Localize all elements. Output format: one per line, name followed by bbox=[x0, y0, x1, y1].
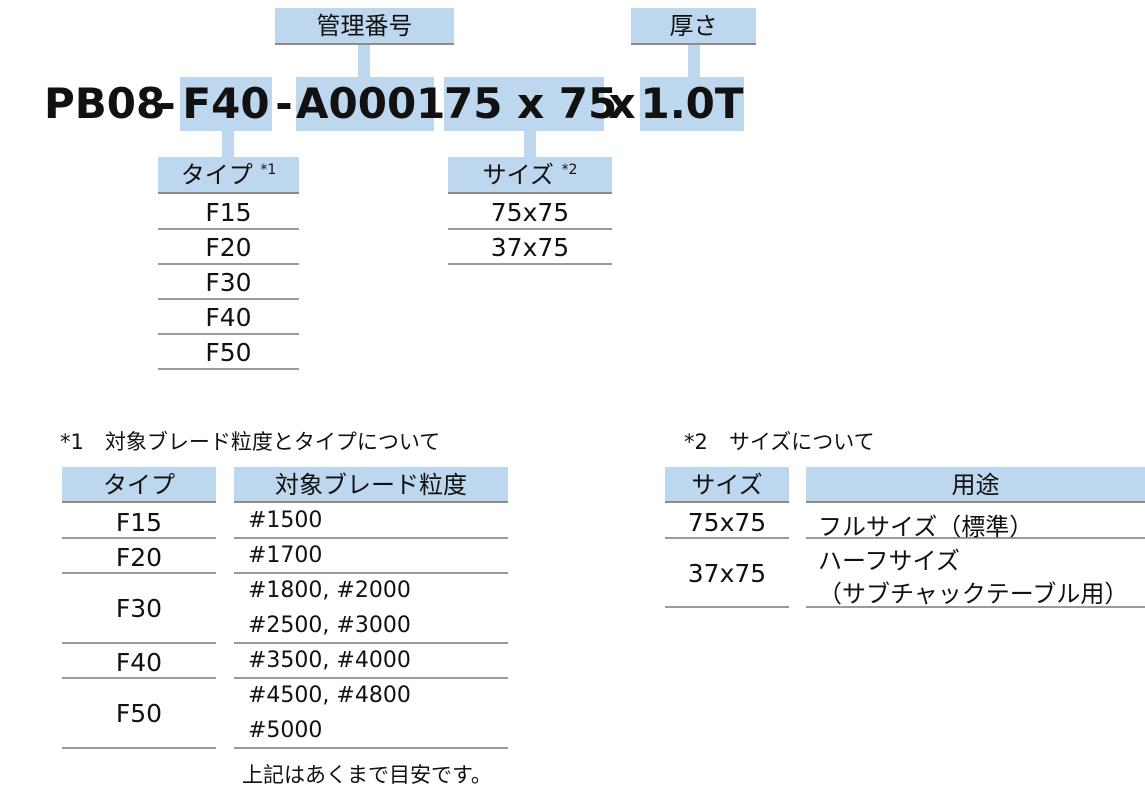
type-list-header: タイプ *1 bbox=[158, 157, 299, 194]
code-mgmt-number: A0001 bbox=[296, 77, 445, 131]
note1-grit-cell: #3500, #4000 bbox=[234, 644, 508, 679]
note2-size-cell: 37x75 bbox=[665, 539, 789, 608]
note1-grit-cell: #1500 bbox=[234, 504, 508, 539]
grit-line: #3500, #4000 bbox=[248, 648, 411, 673]
note1-grit-cell: #4500, #4800 #5000 bbox=[234, 679, 508, 749]
thickness-label: 厚さ bbox=[631, 8, 756, 45]
note1-header-grit: 対象ブレード粒度 bbox=[234, 467, 508, 503]
note1-type-cell: F15 bbox=[62, 504, 216, 539]
type-option: F30 bbox=[158, 265, 299, 300]
type-option: F40 bbox=[158, 300, 299, 335]
note1-grit-cell: #1800, #2000 #2500, #3000 bbox=[234, 574, 508, 644]
mgmt-number-label: 管理番号 bbox=[275, 8, 454, 45]
type-option: F15 bbox=[158, 195, 299, 230]
note1-type-cell: F40 bbox=[62, 644, 216, 679]
note2-size-cell: 75x75 bbox=[665, 504, 789, 539]
grit-line: #1700 bbox=[248, 543, 323, 568]
code-times: x bbox=[608, 79, 636, 128]
note1-type-cell: F30 bbox=[62, 574, 216, 644]
size-connector bbox=[524, 131, 536, 158]
size-note-ref: *2 bbox=[561, 162, 578, 178]
use-line: フルサイズ（標準） bbox=[818, 513, 1034, 541]
size-list-header: サイズ *2 bbox=[448, 157, 612, 194]
note2-header-use: 用途 bbox=[806, 467, 1145, 503]
note1-header-type: タイプ bbox=[62, 467, 216, 503]
type-option: F50 bbox=[158, 335, 299, 370]
grit-line: #1500 bbox=[248, 508, 323, 533]
type-connector bbox=[222, 131, 234, 158]
code-dash-2: - bbox=[275, 79, 293, 128]
size-option: 75x75 bbox=[448, 195, 612, 230]
grit-line: #2500, #3000 bbox=[248, 613, 411, 638]
note1-title: *1 対象ブレード粒度とタイプについて bbox=[60, 430, 441, 454]
type-option: F20 bbox=[158, 230, 299, 265]
size-label: サイズ bbox=[482, 161, 554, 189]
note2-title: *2 サイズについて bbox=[684, 430, 875, 454]
note2-header-size: サイズ bbox=[665, 467, 789, 503]
grit-line: #4500, #4800 bbox=[248, 683, 411, 708]
note1-type-cell: F20 bbox=[62, 539, 216, 574]
note1-grit-cell: #1700 bbox=[234, 539, 508, 574]
size-option: 37x75 bbox=[448, 230, 612, 265]
type-note-ref: *1 bbox=[260, 162, 277, 178]
note2-use-cell: フルサイズ（標準） bbox=[806, 504, 1145, 541]
use-line: ハーフサイズ bbox=[818, 547, 960, 575]
note1-footnote: 上記はあくまで目安です。 bbox=[242, 763, 492, 787]
code-dash-1: - bbox=[158, 79, 176, 128]
thickness-connector bbox=[688, 45, 700, 78]
use-line: （サブチャックテーブル用） bbox=[818, 580, 1129, 608]
code-type: F40 bbox=[180, 77, 272, 131]
note1-type-cell: F50 bbox=[62, 679, 216, 749]
mgmt-connector bbox=[358, 45, 370, 78]
grit-line: #5000 bbox=[248, 718, 323, 743]
note2-use-cell: ハーフサイズ （サブチャックテーブル用） bbox=[806, 539, 1145, 608]
code-prefix: PB08 bbox=[44, 79, 166, 128]
grit-line: #1800, #2000 bbox=[248, 578, 411, 603]
code-thickness: 1.0T bbox=[640, 77, 744, 131]
code-size: 75 x 75 bbox=[444, 77, 617, 131]
type-label: タイプ bbox=[180, 161, 253, 189]
